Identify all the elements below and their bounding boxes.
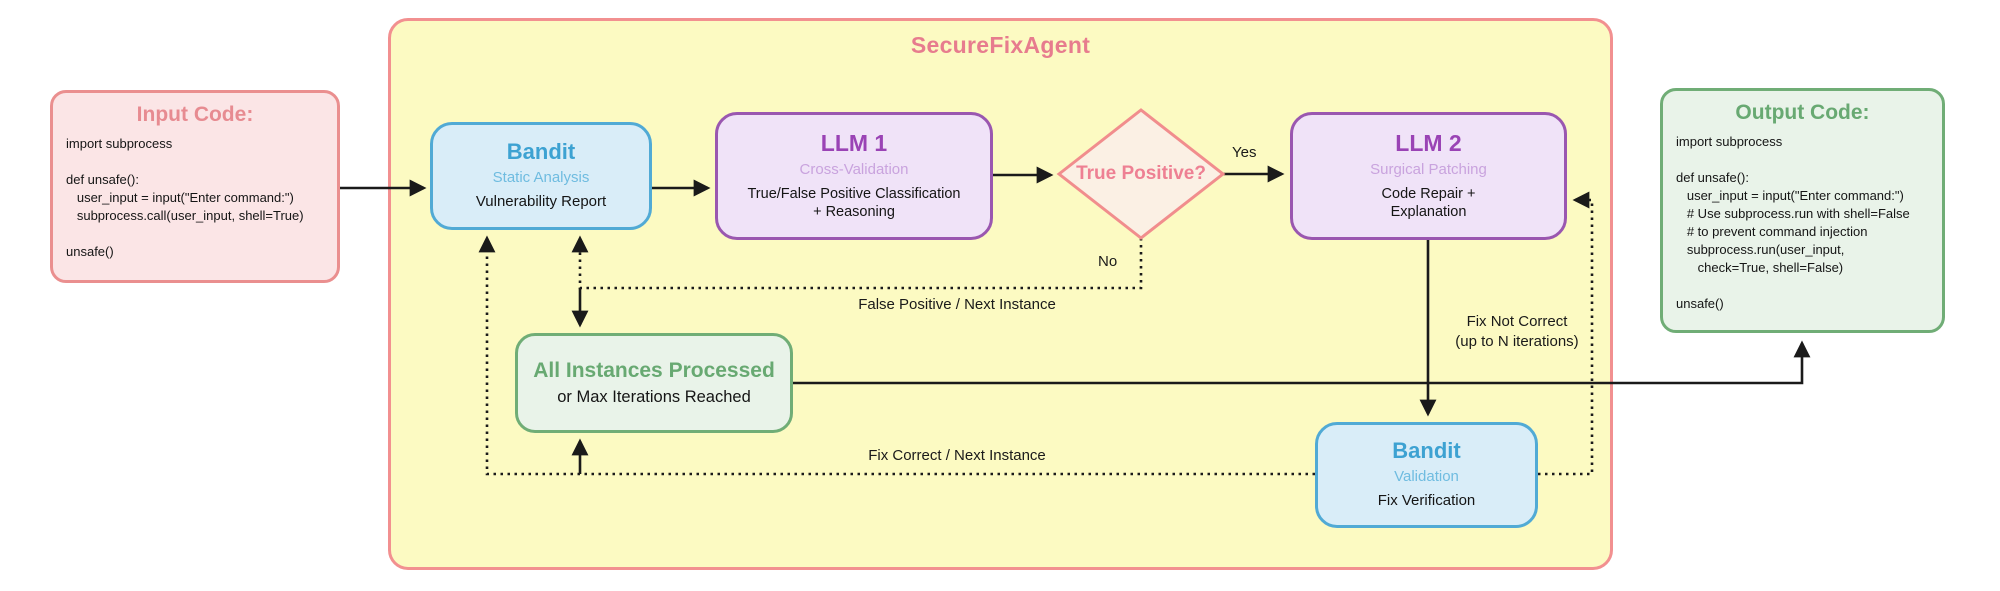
input-code-title: Input Code: (136, 103, 254, 126)
llm2-box: LLM 2 Surgical Patching Code Repair + Ex… (1290, 112, 1567, 240)
bandit-static-subtitle: Static Analysis (492, 169, 590, 187)
agent-title: SecureFixAgent (910, 32, 1091, 58)
input-code-text: import subprocess def unsafe(): user_inp… (66, 136, 304, 259)
bandit-validation-title: Bandit (1392, 438, 1461, 464)
llm1-body: True/False Positive Classification + Rea… (747, 186, 961, 221)
output-code-box: Output Code: import subprocess def unsaf… (1660, 88, 1945, 333)
bandit-validation-subtitle: Validation (1394, 468, 1459, 486)
all-instances-title: All Instances Processed (533, 358, 775, 382)
output-code-text: import subprocess def unsafe(): user_inp… (1676, 134, 1910, 311)
llm2-subtitle: Surgical Patching (1370, 161, 1487, 179)
all-instances-body: or Max Iterations Reached (557, 387, 751, 406)
llm1-box: LLM 1 Cross-Validation True/False Positi… (715, 112, 993, 240)
edge-label-fix-not-correct: Fix Not Correct (up to N iterations) (1455, 313, 1579, 351)
bandit-validation-box: Bandit Validation Fix Verification (1315, 422, 1538, 528)
llm1-subtitle: Cross-Validation (799, 161, 909, 179)
input-code-box: Input Code: import subprocess def unsafe… (50, 90, 340, 283)
llm2-title: LLM 2 (1395, 129, 1462, 156)
bandit-static-box: Bandit Static Analysis Vulnerability Rep… (430, 122, 652, 230)
output-code-title: Output Code: (1735, 101, 1870, 124)
edge-label-fix-correct: Fix Correct / Next Instance (868, 447, 1046, 464)
decision-label: True Positive? (1076, 163, 1206, 184)
bandit-validation-body: Fix Verification (1377, 492, 1476, 510)
bandit-static-body: Vulnerability Report (475, 193, 607, 211)
all-instances-box: All Instances Processed or Max Iteration… (515, 333, 793, 433)
edge-label-false-positive: False Positive / Next Instance (858, 296, 1056, 313)
edge-label-yes: Yes (1232, 144, 1257, 161)
bandit-static-title: Bandit (506, 139, 576, 165)
llm1-title: LLM 1 (820, 129, 888, 156)
llm2-body: Code Repair + Explanation (1381, 186, 1476, 221)
edge-label-no: No (1098, 253, 1118, 270)
